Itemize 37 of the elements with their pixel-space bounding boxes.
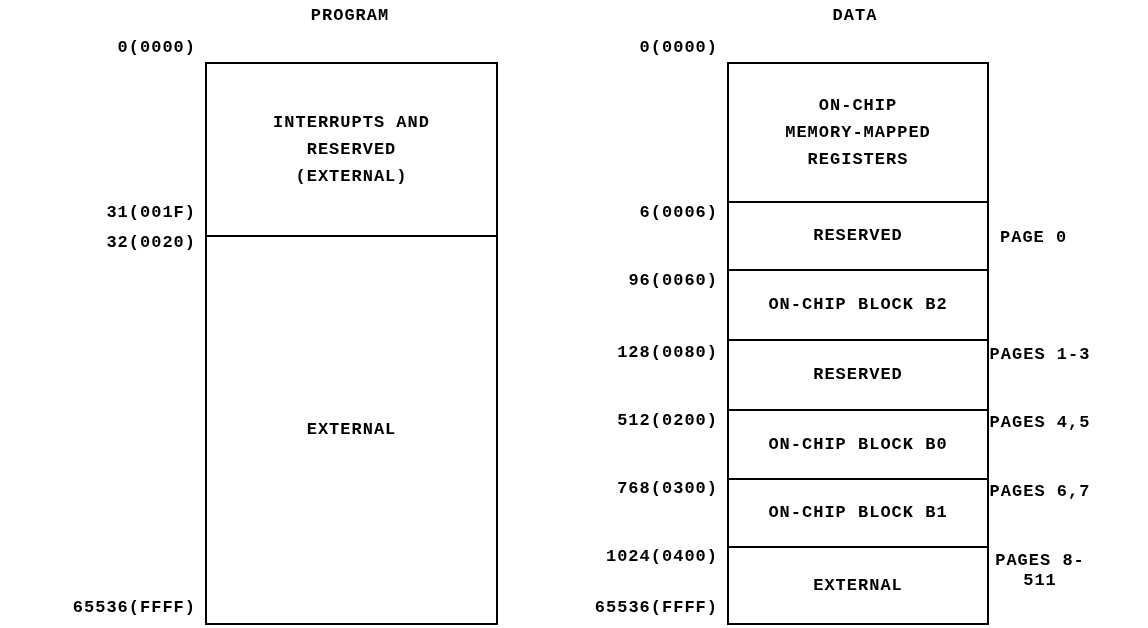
page-label: PAGES 8-511 bbox=[994, 551, 1086, 591]
address-label: 768(0300) bbox=[617, 479, 718, 499]
address-label: 0(0000) bbox=[639, 38, 718, 58]
memory-region-box bbox=[205, 62, 498, 237]
address-label: 1024(0400) bbox=[605, 547, 718, 567]
memory-region-box bbox=[727, 339, 989, 411]
region-label: RESERVED bbox=[813, 225, 903, 248]
region-label: RESERVED bbox=[813, 364, 903, 387]
column-title: PROGRAM bbox=[310, 6, 390, 26]
address-label: 65536(FFFF) bbox=[72, 598, 196, 618]
page-label: PAGES 1-3 bbox=[988, 345, 1092, 365]
memory-region-box bbox=[727, 201, 989, 271]
memory-region-box bbox=[727, 546, 989, 625]
region-label: ON-CHIP BLOCK B0 bbox=[768, 433, 948, 456]
memory-region-box bbox=[205, 235, 498, 625]
column-title: DATA bbox=[832, 6, 878, 26]
page-label: PAGE 0 bbox=[1000, 228, 1068, 248]
address-label: 32(0020) bbox=[106, 233, 196, 253]
address-label: 65536(FFFF) bbox=[594, 598, 718, 618]
address-label: 31(001F) bbox=[106, 203, 196, 223]
page-label: PAGES 4,5 bbox=[988, 413, 1092, 433]
region-label: EXTERNAL bbox=[813, 574, 903, 597]
address-label: 512(0200) bbox=[617, 411, 718, 431]
address-label: 6(0006) bbox=[639, 203, 718, 223]
region-label: INTERRUPTS AND RESERVED (EXTERNAL) bbox=[272, 111, 431, 189]
region-label: ON-CHIP BLOCK B2 bbox=[768, 294, 948, 317]
memory-region-box bbox=[727, 409, 989, 480]
memory-region-box bbox=[727, 62, 989, 203]
region-label: EXTERNAL bbox=[306, 419, 397, 442]
address-label: 128(0080) bbox=[617, 343, 718, 363]
address-label: 0(0000) bbox=[117, 38, 196, 58]
page-label: PAGES 6,7 bbox=[988, 482, 1092, 502]
region-label: ON-CHIP MEMORY-MAPPED REGISTERS bbox=[784, 94, 932, 172]
address-label: 96(0060) bbox=[628, 271, 718, 291]
memory-region-box bbox=[727, 478, 989, 548]
region-label: ON-CHIP BLOCK B1 bbox=[768, 502, 948, 525]
memory-region-box bbox=[727, 269, 989, 341]
